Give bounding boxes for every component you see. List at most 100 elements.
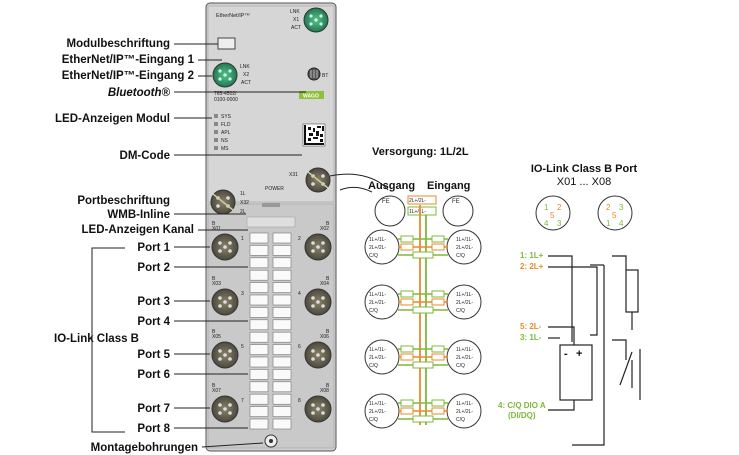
channel-led-window	[272, 282, 292, 293]
wire-fuse	[400, 243, 414, 251]
port-label: X07	[212, 388, 221, 394]
act-label: ACT	[291, 25, 301, 31]
io-port-x07[interactable]	[211, 395, 239, 423]
cq-block	[412, 306, 434, 314]
port-label: X04	[320, 281, 329, 287]
port-label: X01	[212, 226, 221, 232]
port-pin-label: 1L+/1L-	[369, 401, 386, 407]
io-port-x06[interactable]	[304, 341, 332, 369]
act-label-2: ACT	[241, 80, 251, 86]
module-led-group	[214, 114, 218, 150]
ethernet-connector-x1[interactable]	[303, 7, 329, 33]
module-label-slot	[217, 37, 236, 50]
port-pin-label: 1L+/1L-	[456, 237, 473, 243]
power-arrows	[329, 173, 389, 193]
port-pin-label: 1L+/1L-	[369, 292, 386, 298]
channel-led-window	[272, 232, 292, 244]
pin-label-1l-plus: 1: 1L+	[520, 251, 544, 260]
iolink-title: IO-Link Class B Port	[531, 163, 638, 175]
port-channel-number: 1	[241, 236, 244, 242]
bluetooth-antenna	[307, 67, 321, 81]
wire-fuse	[400, 353, 414, 361]
label-port6: Port 6	[137, 369, 170, 381]
channel-led-window	[249, 319, 269, 331]
led-ns: NS	[221, 138, 229, 144]
led-apl: APL	[221, 130, 231, 136]
sensor-minus: -	[564, 348, 568, 360]
svg-text:5: 5	[612, 211, 617, 220]
pinout-female-icon: 1 2 5 4 3	[535, 195, 571, 231]
wire-fuse	[431, 290, 445, 298]
supply-pin-fe-2: FE	[452, 199, 460, 205]
label-port4: Port 4	[137, 316, 170, 328]
port-pin-label: 2L+/2L-	[456, 245, 473, 251]
label-ethernet-1: EtherNet/IP™-Eingang 1	[62, 54, 195, 66]
channel-led-window	[272, 319, 292, 331]
wire-fuse	[431, 353, 445, 361]
io-port-x04[interactable]	[304, 288, 332, 316]
channel-led-window	[272, 269, 292, 281]
label-led-modul: LED-Anzeigen Modul	[55, 113, 170, 125]
port-b-label: B	[212, 329, 216, 335]
port-pin-label: C/Q	[456, 417, 465, 423]
port-pin-label: C/Q	[456, 253, 465, 259]
io-port-x02[interactable]	[304, 233, 332, 261]
channel-led-window	[249, 344, 269, 355]
channel-led-window	[272, 331, 292, 343]
port-b-label: B	[326, 329, 330, 335]
svg-text:2: 2	[606, 203, 611, 212]
io-port-x01[interactable]	[211, 233, 239, 261]
port-pin-label: C/Q	[369, 417, 378, 423]
dm-code	[302, 123, 326, 147]
2l-label: 2L	[240, 209, 246, 215]
supply-1l-label: 1L+/1L-	[409, 209, 426, 215]
channel-led-window	[249, 307, 269, 318]
pin-label-1l-minus: 3: 1L-	[520, 333, 542, 342]
left-leader-lines	[174, 43, 306, 448]
io-port-x08[interactable]	[304, 395, 332, 423]
port-pin-label: 2L+/2L-	[369, 245, 386, 251]
leader-line	[201, 442, 264, 448]
port-b-label: B	[212, 383, 216, 389]
port-channel-number: 3	[241, 291, 244, 297]
wire-fuse	[400, 399, 414, 407]
label-led-kanal: LED-Anzeigen Kanal	[82, 224, 194, 236]
svg-text:3: 3	[557, 219, 562, 228]
svg-text:1: 1	[606, 219, 611, 228]
cq-block	[412, 251, 434, 259]
channel-led-window	[272, 418, 292, 430]
port-channel-number: 4	[298, 291, 301, 297]
port-pin-label: 2L+/2L-	[369, 355, 386, 361]
ethernet-connector-x2[interactable]	[212, 62, 238, 88]
channel-led-window	[249, 369, 269, 380]
wire-fuse	[400, 407, 414, 415]
io-port-x03[interactable]	[211, 288, 239, 316]
channel-led-window	[249, 356, 269, 368]
ausgang-label: Ausgang	[368, 180, 415, 192]
supply-connector-out	[374, 195, 406, 227]
label-port7: Port 7	[137, 403, 170, 415]
power-connector-x32[interactable]	[210, 189, 236, 215]
channel-led-window	[249, 245, 269, 256]
eingang-label: Eingang	[427, 180, 470, 192]
x32-label: X32	[240, 200, 249, 206]
port-b-label: B	[212, 276, 216, 282]
power-label: POWER	[265, 186, 284, 192]
io-port-x05[interactable]	[211, 341, 239, 369]
cq-block	[412, 415, 434, 423]
port-channel-number: 2	[298, 236, 301, 242]
port-label: X02	[320, 226, 329, 232]
channel-led-window	[272, 393, 292, 405]
power-connector-x31[interactable]	[305, 167, 331, 193]
iolink-schematic	[548, 255, 641, 446]
channel-led-window	[249, 393, 269, 405]
port-label: X05	[212, 334, 221, 340]
wmb-inline-strip	[246, 216, 296, 228]
port-label: X03	[212, 281, 221, 287]
channel-led-window	[249, 406, 269, 417]
mounting-hole-bottom	[264, 434, 278, 448]
label-port8: Port 8	[137, 423, 170, 435]
label-portbeschriftung: Portbeschriftung	[77, 195, 170, 207]
port-pin-label: C/Q	[369, 363, 378, 369]
